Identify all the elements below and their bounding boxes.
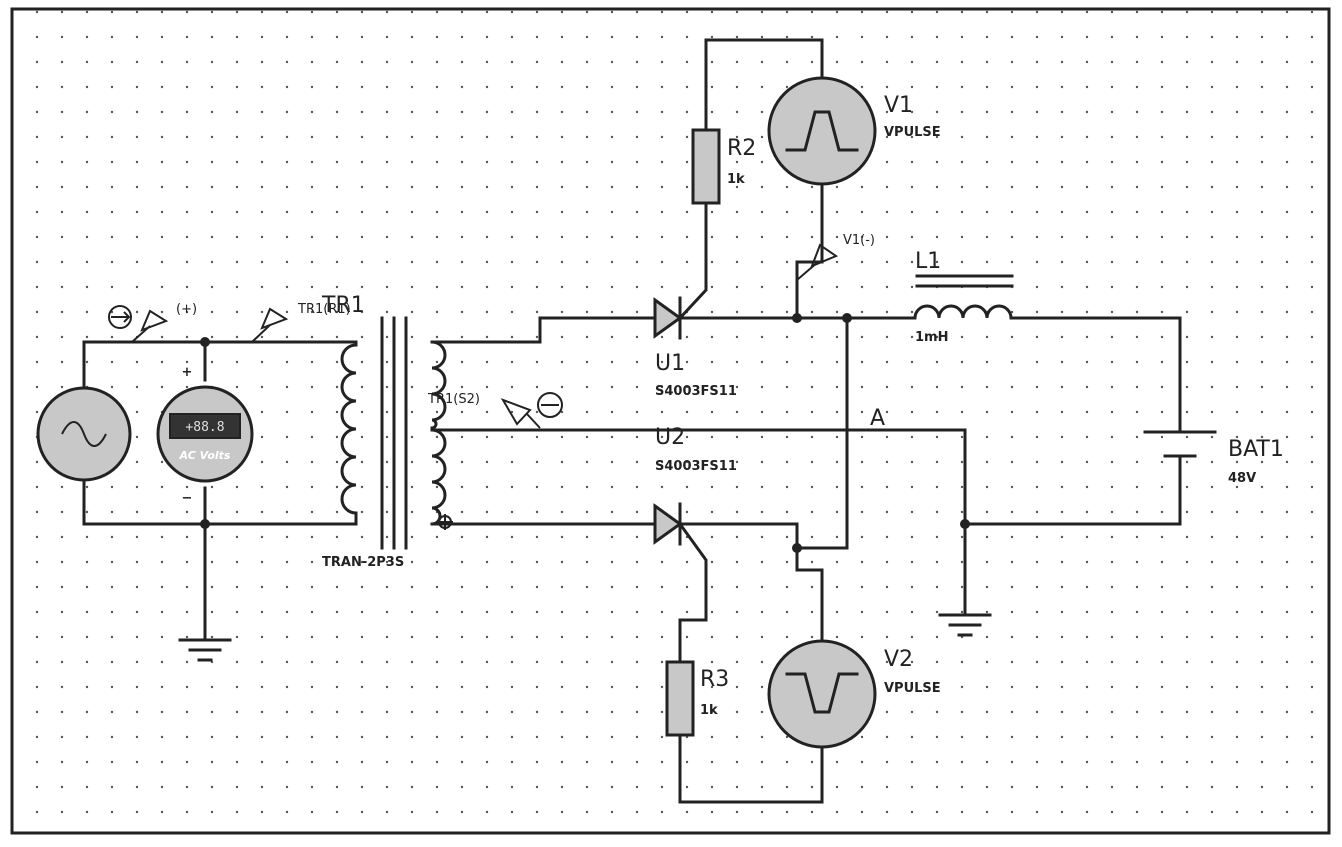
r3-ref-label: R3	[700, 667, 729, 692]
l1-value-label: 1mH	[915, 330, 948, 345]
scr-u1[interactable]: U1 S4003FS11	[653, 296, 737, 399]
scr-triangle-icon	[653, 297, 683, 339]
u2-ref-label: U2	[655, 425, 685, 450]
probe-plus-label: (+)	[176, 302, 197, 317]
ground-right	[938, 613, 992, 637]
v1-ref-label: V1	[884, 93, 913, 118]
resistor-r2[interactable]: R2 1k	[691, 128, 756, 205]
bat1-ref-label: BAT1	[1228, 437, 1284, 462]
battery-bat1[interactable]: BAT1 48V	[1143, 430, 1284, 486]
pulse-source-v2[interactable]: V2 VPULSE	[767, 639, 941, 749]
l1-ref-label: L1	[915, 249, 941, 274]
junctions	[200, 313, 970, 553]
bat1-value-label: 48V	[1228, 471, 1256, 486]
ac-voltmeter[interactable]: +88.8 AC Volts + −	[156, 365, 254, 506]
scr-u2[interactable]: U2 S4003FS11	[653, 425, 737, 546]
probe-tr1-s2-label: TR1(S2)	[427, 392, 480, 407]
probe-v1-minus-label: V1(-)	[843, 233, 875, 248]
r3-value-label: 1k	[700, 703, 718, 718]
voltmeter-display	[169, 413, 241, 439]
u1-type-label: S4003FS11	[655, 384, 737, 399]
resistor-r3[interactable]: R3 1k	[665, 660, 729, 737]
probe-arrow-icon	[140, 309, 169, 332]
probe-tr1-r1-label: TR1(R1)	[297, 302, 351, 317]
u1-ref-label: U1	[655, 351, 685, 376]
v2-ref-label: V2	[884, 647, 913, 672]
pulse-down-icon	[785, 672, 859, 714]
probe-tr1-r1[interactable]: TR1(R1)	[251, 302, 351, 343]
probe-plus[interactable]: (+)	[108, 302, 197, 343]
voltmeter-minus-label: −	[182, 491, 193, 506]
terminal-marker	[437, 514, 453, 530]
node-a-label: A	[870, 406, 885, 431]
probe-arrow-icon	[500, 398, 532, 426]
ac-source[interactable]	[36, 386, 132, 482]
u2-type-label: S4003FS11	[655, 459, 737, 474]
v2-type-label: VPULSE	[884, 681, 941, 696]
voltmeter-reading: +88.8	[185, 420, 224, 435]
probe-arrow-icon	[260, 307, 289, 330]
r2-value-label: 1k	[727, 172, 745, 187]
probe-v1-minus[interactable]: V1(-)	[796, 233, 875, 281]
probe-arrow-icon	[810, 243, 839, 268]
transformer-tr1[interactable]: TR1 TRAN-2P3S	[321, 293, 447, 570]
sine-icon	[61, 421, 107, 447]
probe-tr1-s2[interactable]: TR1(S2)	[427, 392, 563, 429]
ground-left	[178, 638, 232, 662]
voltmeter-caption: AC Volts	[179, 449, 231, 462]
pulse-source-v1[interactable]: V1 VPULSE	[767, 76, 941, 186]
pulse-up-icon	[785, 110, 859, 152]
tr1-type-label: TRAN-2P3S	[322, 555, 404, 570]
probe-marker-icon	[108, 305, 132, 329]
scr-triangle-icon	[653, 503, 683, 545]
inductor-l1[interactable]: L1 1mH	[913, 249, 1014, 345]
voltmeter-plus-label: +	[182, 365, 193, 380]
v1-type-label: VPULSE	[884, 125, 941, 140]
tr1-ref-label: TR1	[321, 293, 365, 318]
probe-marker-icon	[537, 392, 563, 418]
r2-ref-label: R2	[727, 136, 756, 161]
